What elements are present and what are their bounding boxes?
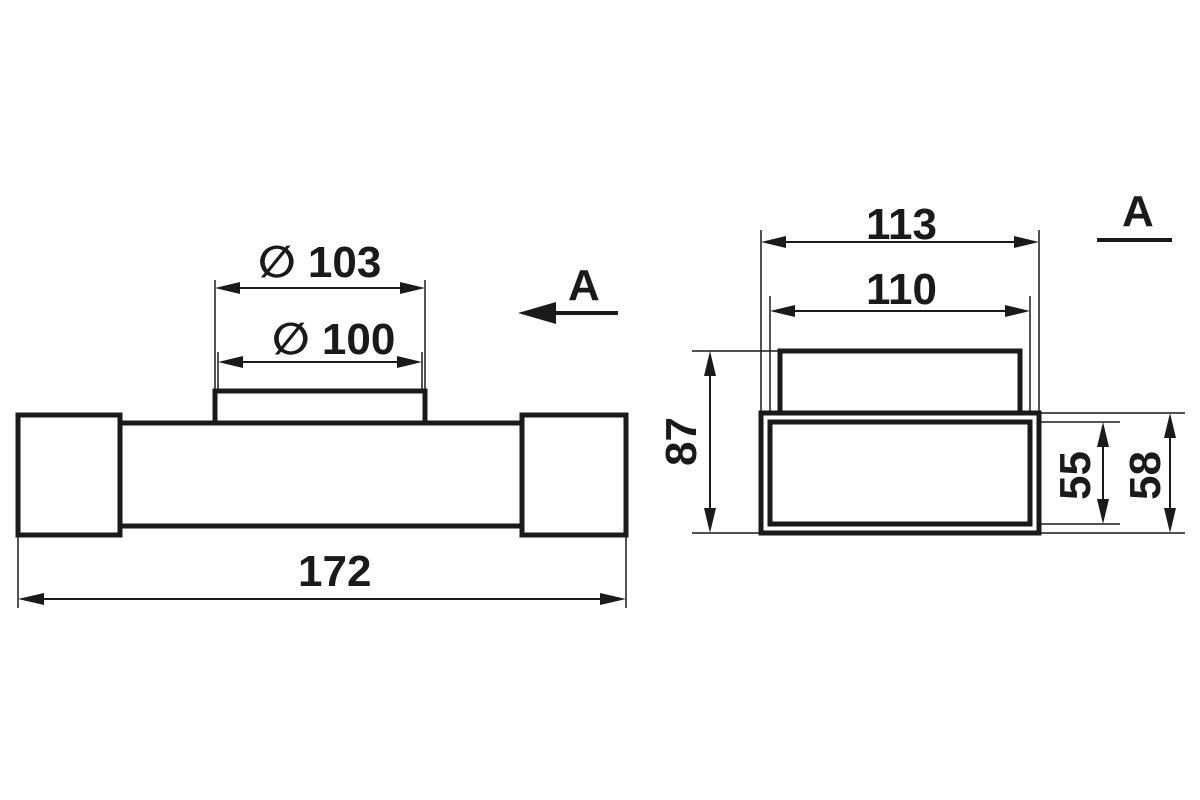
- dim-outer-diameter-label: ∅ 103: [258, 238, 381, 287]
- dim-inner-width-label: 110: [866, 265, 937, 314]
- view-a-title: A: [1097, 187, 1172, 242]
- front-view: ∅ 103 ∅ 100 172 A: [15, 238, 629, 608]
- dim-outer-diameter: ∅ 103: [214, 238, 426, 391]
- dim-total-height: 87: [657, 350, 780, 534]
- dim-inner-height-label: 55: [1051, 451, 1100, 500]
- dim-total-height-label: 87: [657, 417, 706, 466]
- spigot-profile: [777, 348, 1023, 416]
- view-a-marker: A: [518, 261, 618, 324]
- dim-inner-height: 55: [1039, 421, 1120, 525]
- duct-body: [117, 420, 525, 529]
- outer-rectangle: [758, 410, 1042, 536]
- dim-inner-width: 110: [769, 265, 1031, 413]
- view-a-label: A: [568, 261, 600, 310]
- dim-total-length: 172: [17, 535, 627, 608]
- dim-outer-width-label: 113: [866, 200, 937, 249]
- view-a-title-label: A: [1122, 187, 1154, 236]
- round-spigot: [212, 388, 428, 426]
- dim-inner-diameter-label: ∅ 100: [272, 315, 395, 364]
- left-end-cap: [15, 412, 123, 538]
- dim-outer-height: 58: [1039, 412, 1185, 534]
- arrow-left-icon: [518, 302, 556, 324]
- right-end-cap: [519, 412, 629, 538]
- inner-rectangle: [767, 419, 1033, 527]
- side-view: 113 110 87 55: [657, 187, 1185, 536]
- dim-total-length-label: 172: [298, 547, 371, 596]
- dim-outer-width: 113: [760, 200, 1040, 413]
- dim-outer-height-label: 58: [1121, 451, 1170, 500]
- dim-inner-diameter: ∅ 100: [217, 315, 423, 391]
